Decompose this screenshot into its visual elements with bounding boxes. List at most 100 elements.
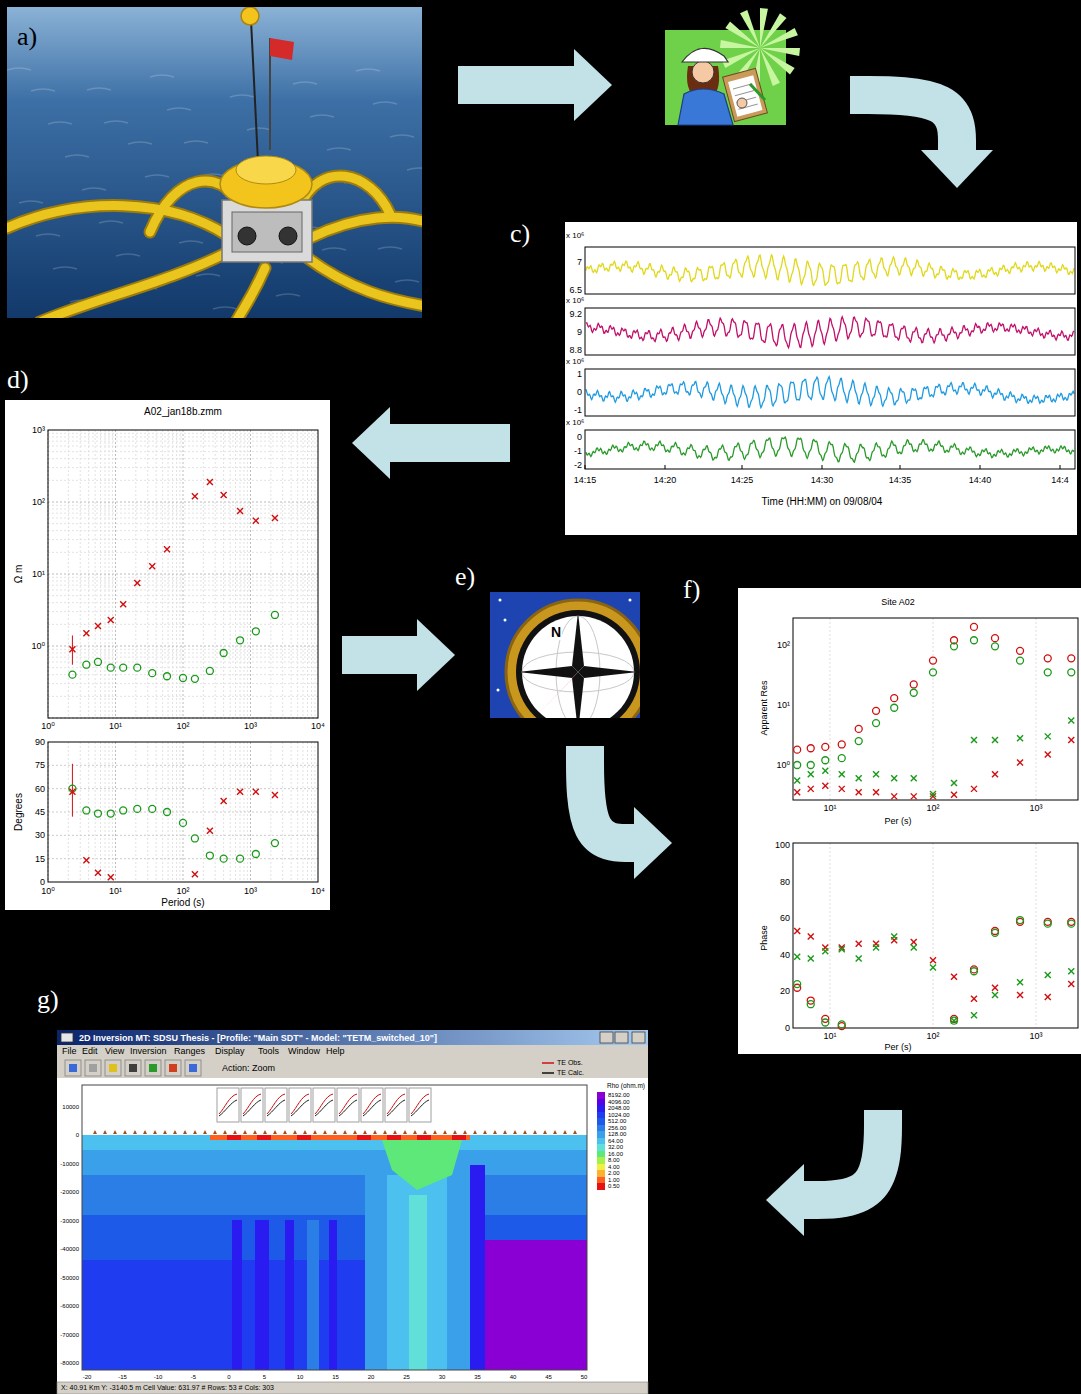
marker-stroke: [911, 939, 917, 945]
cross-marker: [808, 771, 814, 777]
cross-marker: [808, 934, 814, 940]
hard-hat: [682, 48, 728, 62]
tick-label: 10²: [926, 1031, 939, 1041]
marker-stroke: [891, 793, 897, 799]
station-marker: [453, 1130, 457, 1134]
wave: [276, 294, 300, 296]
wave: [99, 221, 123, 223]
marker-stroke: [930, 957, 936, 963]
rose-point: [578, 666, 638, 678]
cross-marker: [822, 768, 828, 774]
sea: [7, 7, 422, 318]
wave: [53, 267, 77, 269]
marker-stroke: [237, 789, 243, 795]
station-marker: [543, 1130, 547, 1134]
cross-marker: [272, 515, 278, 521]
marker-stroke: [856, 775, 862, 781]
station-marker: [263, 1130, 267, 1134]
thumbnail-curve: [339, 1100, 357, 1116]
marker-stroke: [253, 789, 259, 795]
grid-line: [223, 742, 224, 882]
cross-marker: [891, 793, 897, 799]
circle-marker: [822, 1019, 829, 1026]
circle-marker: [1068, 669, 1075, 676]
cross-marker: [911, 793, 917, 799]
tick-label: -40000: [60, 1246, 79, 1253]
surface-conductor: [227, 1135, 241, 1140]
cross-marker: [992, 771, 998, 777]
axis-multiplier: x 10⁶: [566, 418, 584, 427]
cross-marker: [891, 775, 897, 781]
marker-stroke: [794, 928, 800, 934]
circle-marker: [206, 667, 213, 674]
grid-line: [291, 742, 292, 882]
marker-stroke: [1045, 733, 1051, 739]
marker-stroke: [1017, 760, 1023, 766]
star: [497, 689, 500, 692]
sensor: [238, 227, 256, 245]
grid-line: [48, 505, 318, 506]
grid-line: [48, 458, 318, 459]
wave: [7, 68, 31, 70]
grid-line: [307, 742, 308, 882]
arrow-body: [342, 636, 417, 674]
marker-stroke: [1068, 737, 1074, 743]
sounding-thumbnail: [409, 1088, 431, 1122]
grid-line: [115, 430, 116, 718]
arrow-body: [585, 746, 634, 843]
circle-marker: [930, 657, 937, 664]
grid-line: [215, 742, 216, 882]
cross-marker: [1017, 992, 1023, 998]
cross-marker: [839, 786, 845, 792]
marker-stroke: [108, 874, 114, 880]
paper-line: [733, 84, 752, 89]
tick-label: -10: [154, 1374, 163, 1381]
cross-marker: [794, 789, 800, 795]
wave: [373, 102, 397, 104]
tick-label: 15: [35, 854, 45, 864]
marker-stroke: [1045, 972, 1051, 978]
station-marker: [513, 1130, 517, 1134]
surface-conductor: [452, 1135, 466, 1140]
grid-line: [291, 430, 292, 718]
tool-button: [165, 1060, 181, 1076]
circle-marker: [992, 929, 999, 936]
grid-line: [48, 441, 318, 442]
marker-stroke: [272, 792, 278, 798]
marker-stroke: [272, 515, 278, 521]
menu-item: Inversion: [130, 1046, 167, 1056]
model-layer: [82, 1135, 587, 1150]
marker-stroke: [192, 871, 198, 877]
cross-marker: [856, 789, 862, 795]
thumbnail-curve: [243, 1094, 261, 1114]
wave: [184, 141, 208, 143]
grid-line: [48, 467, 318, 468]
legend-title: Rho (ohm.m): [607, 1082, 645, 1089]
tick-label: 0: [577, 432, 582, 442]
marker-stroke: [951, 1018, 957, 1024]
tick-label: -20000: [60, 1189, 79, 1196]
station-marker: [553, 1130, 557, 1134]
station-marker: [353, 1130, 357, 1134]
grid-line: [48, 451, 318, 452]
circle-marker: [206, 852, 213, 859]
axis-multiplier: x 10⁶: [566, 357, 584, 366]
cross-marker: [873, 771, 879, 777]
grid-line: [314, 742, 315, 882]
circle-marker: [822, 743, 829, 750]
model-column: [409, 1195, 427, 1370]
marker-stroke: [992, 985, 998, 991]
cross-marker: [930, 791, 936, 797]
marker-stroke: [891, 793, 897, 799]
legend-value: 16.00: [608, 1150, 623, 1157]
window-title: 2D Inversion MT: SDSU Thesis - [Profile:…: [79, 1033, 437, 1043]
marker-stroke: [808, 786, 814, 792]
cross-marker: [891, 934, 897, 940]
cross-marker: [808, 786, 814, 792]
grid-line: [48, 683, 318, 684]
grid-line: [303, 430, 304, 718]
circle-marker: [855, 738, 862, 745]
marker-stroke: [1068, 981, 1074, 987]
station-marker: [423, 1130, 427, 1134]
